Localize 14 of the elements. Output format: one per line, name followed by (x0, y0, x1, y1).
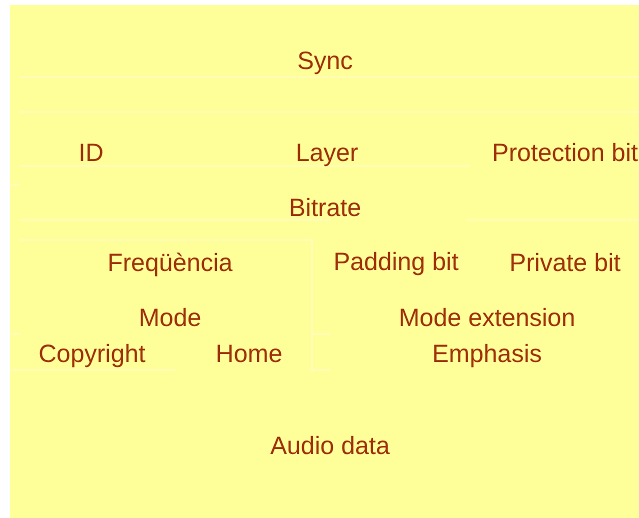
field-label: Sync (297, 46, 353, 76)
field-label: Home (216, 338, 282, 370)
field-label: Freqüència (107, 248, 233, 278)
field-label: Protection bit (492, 138, 638, 168)
field-label: Mode extension (398, 302, 576, 334)
field-label: Private bit (509, 248, 621, 278)
field-label: Mode (138, 302, 202, 334)
field-label: Copyright (38, 338, 146, 370)
field-label: Bitrate (288, 192, 362, 224)
field-label: Layer (296, 138, 358, 168)
field-label: Audio data (270, 430, 390, 462)
field-label: Padding bit (333, 246, 459, 278)
field-label: Emphasis (432, 338, 542, 370)
field-label: ID (78, 138, 104, 168)
